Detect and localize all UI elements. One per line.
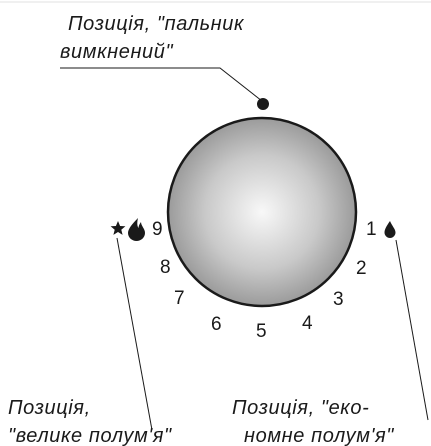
filled-dot-icon [257, 98, 269, 110]
scale-number-2: 2 [356, 258, 367, 279]
eco-flame-label-line1: Позиція, "еко- [232, 397, 369, 419]
large-flame-leader [116, 237, 153, 431]
large-flame-icon [128, 218, 145, 241]
scale-number-5: 5 [256, 321, 267, 342]
eco-flame-leader [395, 239, 429, 421]
off-position-label-line2: вимкнений" [60, 41, 173, 63]
small-flame-icon [384, 221, 396, 238]
scale-number-7: 7 [174, 288, 185, 309]
scale-number-3: 3 [333, 289, 344, 310]
scale-number-6: 6 [211, 314, 222, 335]
off-position-leader [60, 67, 263, 102]
star-icon [110, 221, 126, 235]
off-position-label-line1: Позиція, "пальник [68, 13, 245, 35]
large-flame-label-line2: "велике полум'я" [8, 425, 172, 446]
scale-number-9: 9 [152, 219, 163, 240]
large-flame-label-line1: Позиція, [8, 397, 91, 419]
eco-flame-label-line2: номне полум'я" [244, 425, 394, 446]
knob[interactable] [166, 116, 358, 308]
scale-number-1: 1 [366, 219, 377, 240]
scale-number-8: 8 [160, 257, 171, 278]
scale-number-4: 4 [302, 313, 313, 334]
